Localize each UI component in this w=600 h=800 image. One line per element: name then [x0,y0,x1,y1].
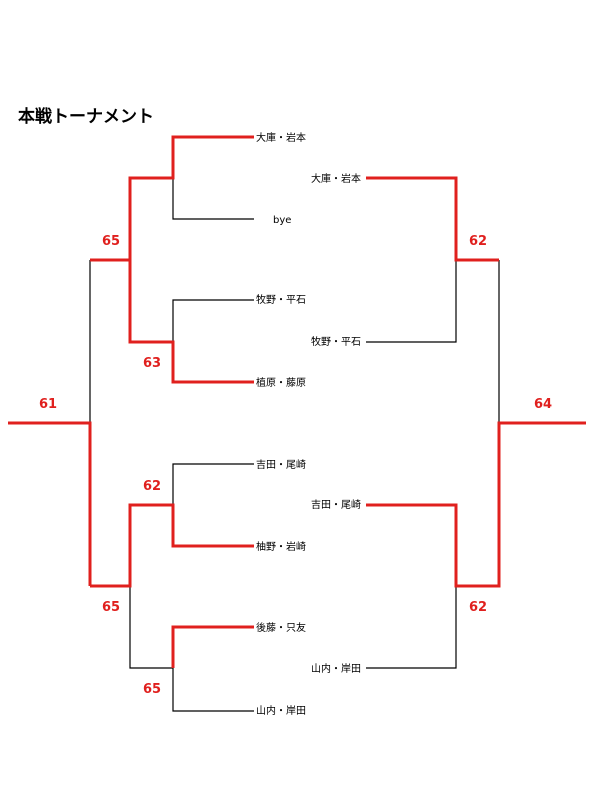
left-line-r2-bottom-upper [129,586,173,669]
right-entry-4: 山内・岸田 [311,662,361,675]
right-score-r1-top: 62 [469,234,487,249]
left-score-r2-bottom: 65 [102,600,120,615]
left-win-yuzuno [90,503,254,588]
right-win-yoshida [366,421,586,588]
left-score-block4: 65 [143,682,161,697]
left-entry-2: bye [273,215,291,226]
right-score-r1-bottom: 62 [469,600,487,615]
left-score-final: 61 [39,397,57,412]
left-score-block3: 63 [143,356,161,371]
right-win-ohgura [366,176,499,262]
left-entry-7: 後藤・只友 [256,621,306,634]
left-entry-1: 大庫・岩本 [256,131,306,144]
right-entry-3: 吉田・尾崎 [311,498,361,511]
right-line-makino [366,260,457,343]
left-entry-4: 植原・藤原 [256,376,306,389]
page-title: 本戦トーナメント [18,106,154,127]
left-score-r2-top: 65 [102,234,120,249]
left-entry-5: 吉田・尾崎 [256,458,306,471]
left-line-bye [172,178,254,220]
right-score-final: 64 [534,397,552,412]
right-line-yamauchi [366,586,457,669]
left-entry-3: 牧野・平石 [256,293,306,306]
left-entry-8: 山内・岸田 [256,704,306,717]
left-line-yoshida [172,463,254,505]
left-win-uehara [128,260,254,384]
right-entry-2: 牧野・平石 [311,335,361,348]
left-win-goto [171,625,254,668]
left-win-ohgura [90,135,254,262]
left-score-block2: 62 [143,479,161,494]
left-win-final [8,421,92,586]
right-entry-1: 大庫・岩本 [311,172,361,185]
left-entry-6: 柚野・岩崎 [256,540,306,553]
left-line-yamauchi-bottom [172,668,254,712]
left-line-makino [130,299,254,343]
